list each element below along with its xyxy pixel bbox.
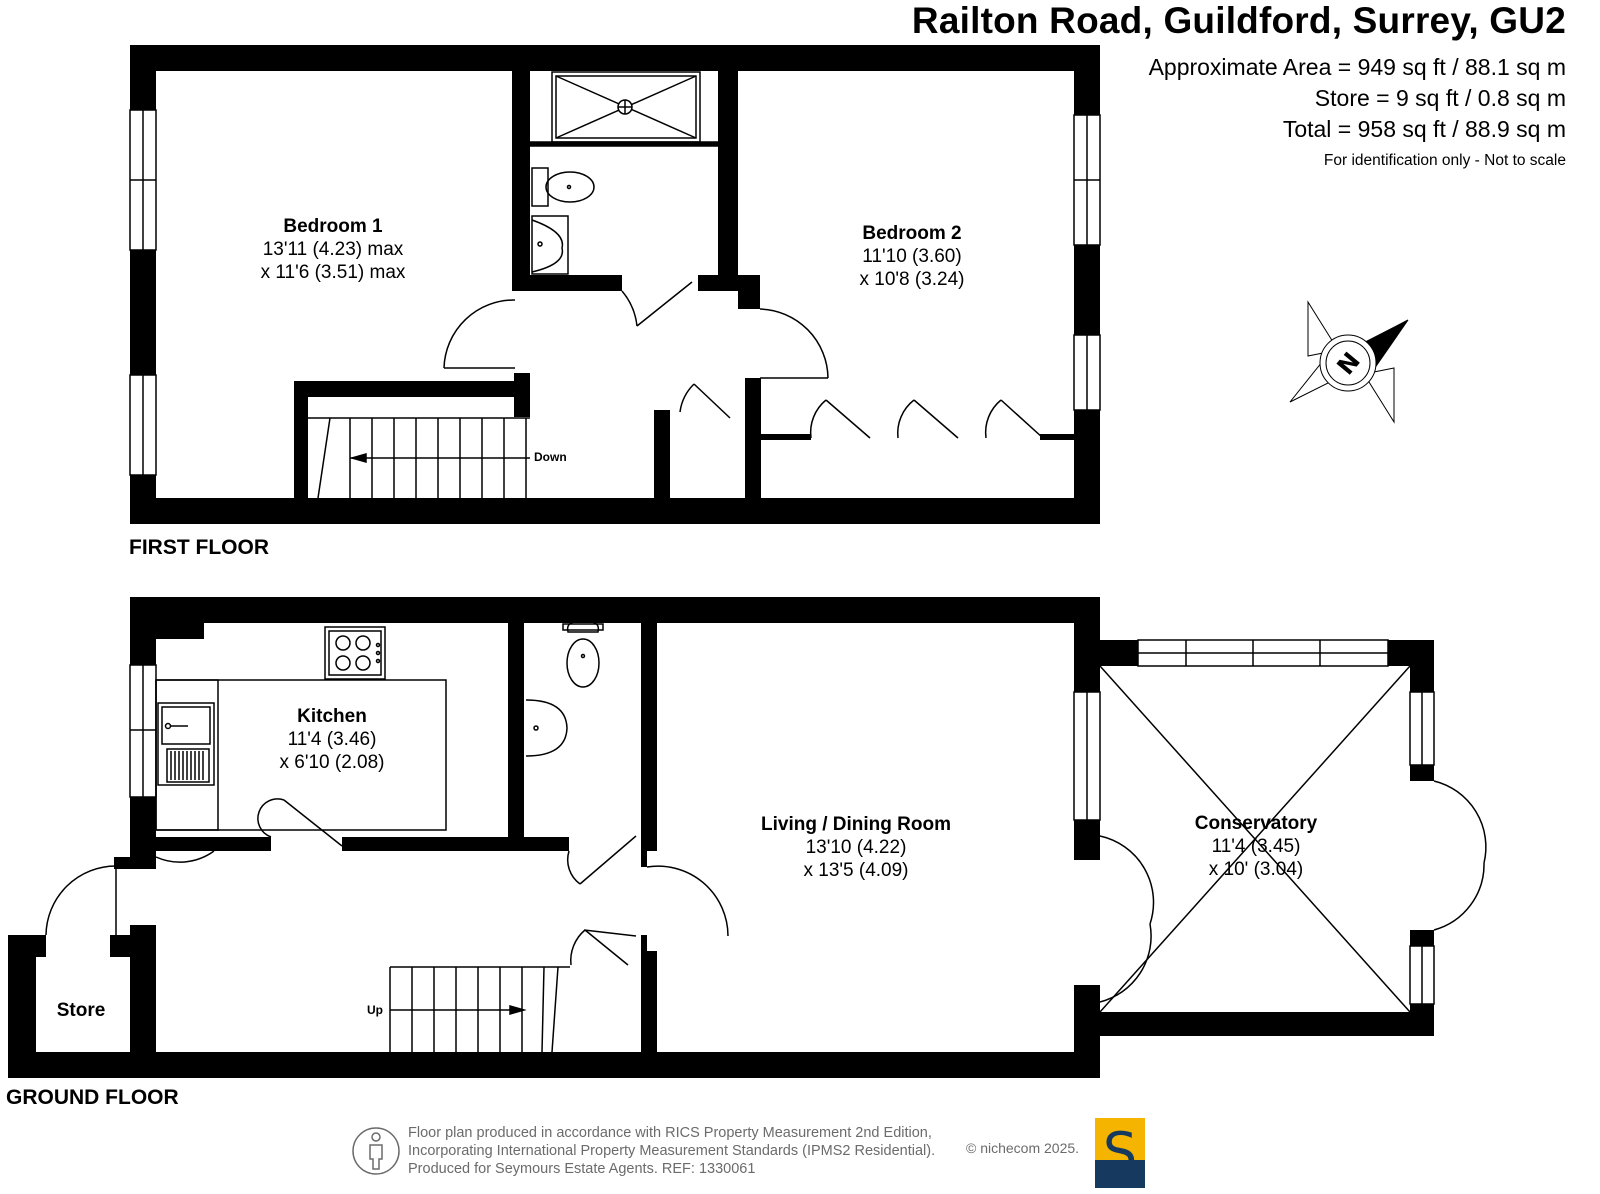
scale-note: For identification only - Not to scale	[1323, 152, 1566, 169]
first-floor-wall-top	[130, 45, 1100, 71]
room-store: Store	[57, 999, 106, 1022]
room-name: Bedroom 1	[283, 216, 383, 237]
ground-floor-windows	[129, 639, 1435, 1005]
first-floor-fixtures	[308, 71, 1044, 499]
compass-rose: N	[1289, 300, 1409, 424]
room-living-dining: Living / Dining Room 13'10 (4.22) x 13'5…	[761, 813, 951, 882]
room-dimension: x 6'10 (2.08)	[279, 752, 385, 773]
room-conservatory: Conservatory 11'4 (3.45) x 10' (3.04)	[1195, 812, 1318, 881]
first-floor-windows	[129, 109, 1101, 476]
room-name: Kitchen	[297, 706, 367, 727]
ground-floor-fixtures	[45, 620, 1487, 1053]
room-dimension: 11'10 (3.60)	[862, 246, 962, 267]
first-floor-wall-bottom	[130, 498, 1100, 524]
footer-line: Produced for Seymours Estate Agents. REF…	[408, 1161, 756, 1177]
footer-disclaimer: Floor plan produced in accordance with R…	[408, 1124, 935, 1178]
footer-line: Floor plan produced in accordance with R…	[408, 1125, 932, 1141]
approximate-area: Approximate Area = 949 sq ft / 88.1 sq m	[1148, 54, 1566, 80]
room-dimension: x 13'5 (4.09)	[803, 860, 909, 881]
total-area: Total = 958 sq ft / 88.9 sq m	[1282, 116, 1566, 142]
ground-floor-plan	[8, 597, 1434, 1078]
room-dimension: 11'4 (3.45)	[1211, 836, 1301, 857]
seymours-logo: S	[1095, 1118, 1145, 1188]
person-icon	[352, 1127, 400, 1175]
room-kitchen: Kitchen 11'4 (3.46) x 6'10 (2.08)	[279, 705, 384, 774]
footer-line: Incorporating International Property Mea…	[408, 1143, 936, 1159]
room-name: Living / Dining Room	[761, 814, 951, 835]
property-title: Railton Road, Guildford, Surrey, GU2	[911, 0, 1566, 41]
room-dimension: x 10' (3.04)	[1208, 859, 1304, 880]
room-dimension: 11'4 (3.46)	[287, 729, 377, 750]
ground-floor-label: GROUND FLOOR	[6, 1086, 179, 1109]
room-bedroom-2: Bedroom 2 11'10 (3.60) x 10'8 (3.24)	[859, 222, 964, 291]
store-area: Store = 9 sq ft / 0.8 sq m	[1314, 85, 1566, 111]
copyright-notice: © nichecom 2025.	[966, 1140, 1080, 1156]
room-name: Conservatory	[1194, 813, 1318, 834]
room-dimension: x 10'8 (3.24)	[859, 269, 965, 290]
stairs-down-label: Down	[534, 450, 567, 464]
room-dimension: 13'10 (4.22)	[805, 837, 907, 858]
room-name: Bedroom 2	[862, 223, 962, 244]
room-dimension: 13'11 (4.23) max	[262, 239, 404, 260]
stairs-up-label: Up	[367, 1003, 383, 1017]
room-bedroom-1: Bedroom 1 13'11 (4.23) max x 11'6 (3.51)…	[261, 215, 406, 284]
logo-letter: S	[1102, 1121, 1138, 1184]
first-floor-label: FIRST FLOOR	[129, 536, 269, 559]
room-dimension: x 11'6 (3.51) max	[260, 262, 406, 283]
room-name: Store	[56, 1000, 106, 1021]
